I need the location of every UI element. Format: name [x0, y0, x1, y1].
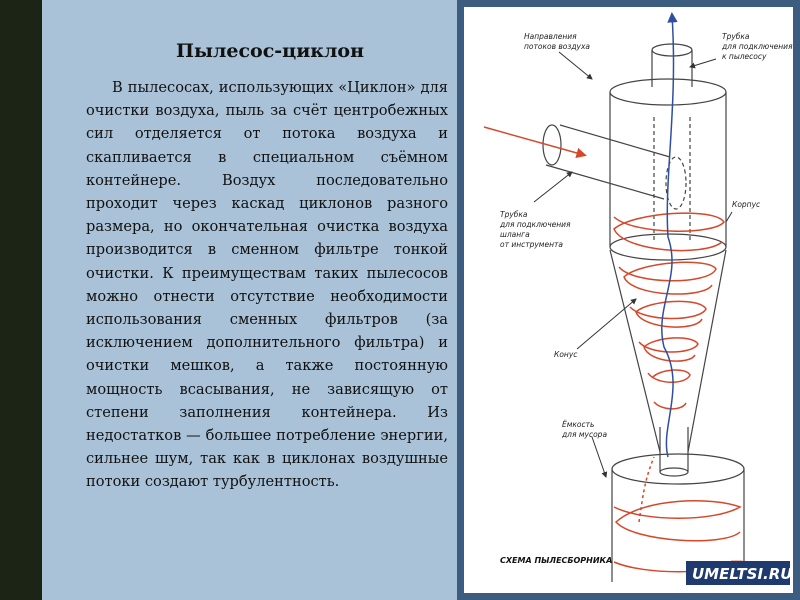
watermark-badge — [686, 561, 790, 585]
label-inlet-1: Трубка — [500, 210, 528, 219]
label-inlet-4: от инструмента — [500, 240, 563, 249]
label-body: Корпус — [732, 200, 761, 209]
cyclone-diagram-svg: Направления потоков воздуха Трубка для п… — [483, 12, 793, 585]
label-airflow-1: Направления — [524, 32, 577, 41]
left-decor-bar — [0, 0, 42, 600]
label-outlet-3: к пылесосу — [722, 52, 767, 61]
diagram-caption: СХЕМА ПЫЛЕСБОРНИКА — [500, 556, 612, 565]
slide-title: Пылесос-циклон — [176, 40, 364, 62]
cyclone-diagram-frame: Направления потоков воздуха Трубка для п… — [457, 0, 800, 600]
airflow-up-blue — [661, 12, 678, 458]
label-cone: Конус — [554, 350, 578, 359]
label-inlet-2: для подключения — [499, 220, 571, 229]
pointer-lines — [533, 51, 733, 478]
cyclone-diagram: Направления потоков воздуха Трубка для п… — [464, 7, 793, 593]
label-outlet-1: Трубка — [722, 32, 750, 41]
label-inlet-3: шланга — [500, 230, 530, 239]
label-outlet-2: для подключения — [721, 42, 793, 51]
label-bin-1: Ёмкость — [562, 420, 594, 429]
body-paragraph: В пылесосах, использующих «Циклон» для о… — [86, 79, 448, 491]
watermark-text: UMELTSI.RU — [692, 565, 792, 583]
cyclone-body — [542, 43, 745, 582]
label-airflow-2: потоков воздуха — [524, 42, 590, 51]
label-bin-2: для мусора — [561, 430, 607, 439]
